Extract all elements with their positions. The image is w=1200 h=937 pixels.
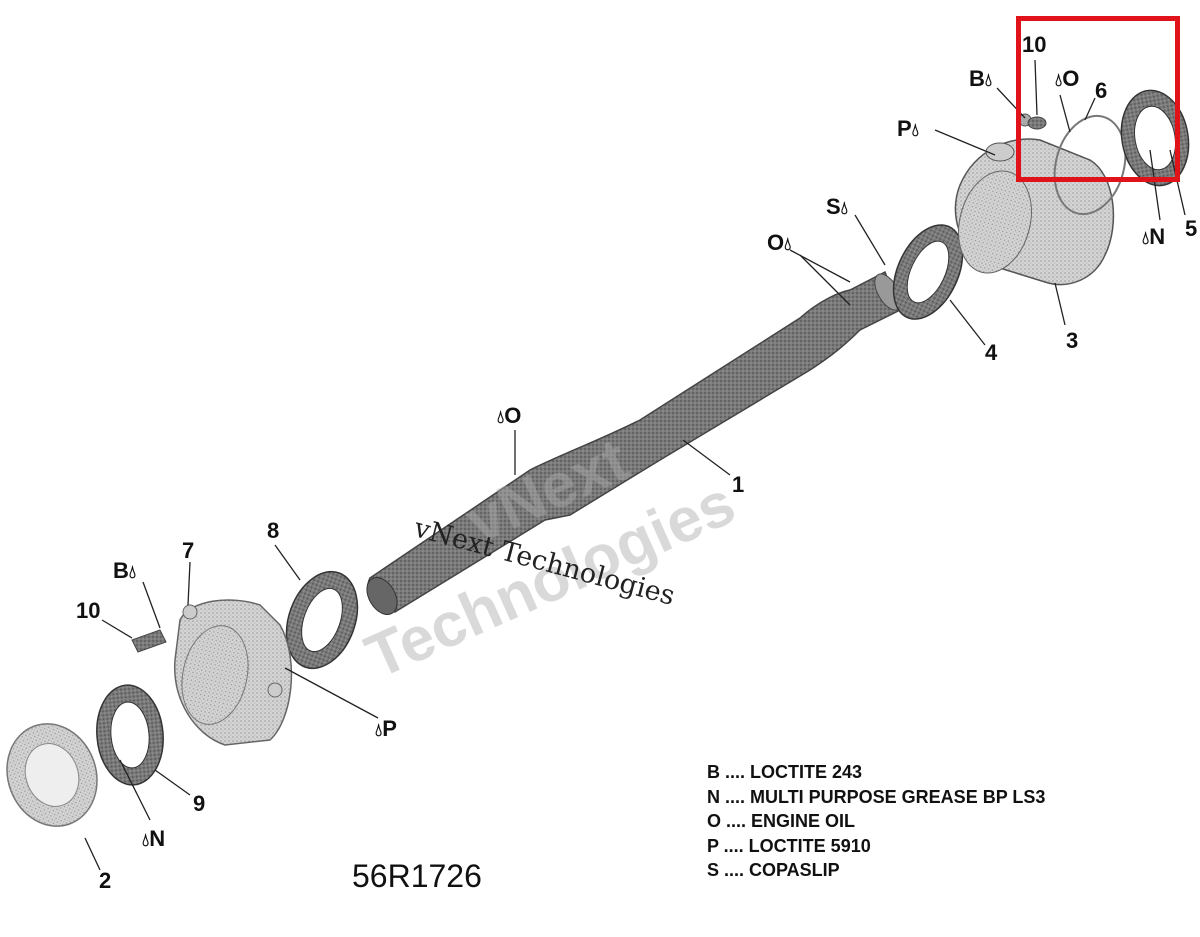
legend: B .... LOCTITE 243 N .... MULTI PURPOSE … bbox=[707, 760, 1045, 883]
callout-6: 6 bbox=[1095, 78, 1108, 103]
callout-7: 7 bbox=[182, 538, 195, 563]
legend-item-p: P .... LOCTITE 5910 bbox=[707, 835, 871, 856]
callout-4: 4 bbox=[985, 340, 998, 365]
housing-3 bbox=[954, 113, 1115, 286]
callout-10-bottom: 10 bbox=[76, 598, 101, 623]
marker-n-bottom: 💧︎N bbox=[142, 826, 166, 851]
seal-8 bbox=[285, 570, 359, 670]
marker-p-top: P💧︎ bbox=[897, 116, 919, 141]
drop-icon: 💧︎ bbox=[784, 234, 792, 254]
drop-icon: 💧︎ bbox=[1142, 228, 1150, 248]
legend-item-o: O .... ENGINE OIL bbox=[707, 811, 856, 831]
legend-item-n: N .... MULTI PURPOSE GREASE BP LS3 bbox=[707, 786, 1046, 807]
drop-icon: 💧︎ bbox=[1055, 70, 1063, 90]
drive-shaft bbox=[366, 270, 902, 615]
callout-9: 9 bbox=[193, 791, 206, 816]
seal-5 bbox=[1120, 89, 1190, 187]
drop-icon: 💧︎ bbox=[911, 120, 919, 140]
disc-2 bbox=[6, 723, 98, 827]
marker-o-shaft: O💧︎ bbox=[767, 230, 792, 255]
marker-s: S💧︎ bbox=[826, 194, 848, 219]
drop-icon: 💧︎ bbox=[128, 562, 137, 582]
o-ring-6 bbox=[1053, 114, 1127, 216]
legend-item-b: B .... LOCTITE 243 bbox=[707, 762, 863, 782]
callout-3: 3 bbox=[1066, 328, 1079, 353]
leader-lines bbox=[84, 59, 1186, 871]
callout-2: 2 bbox=[99, 868, 112, 893]
bolt-10-top bbox=[1027, 116, 1047, 130]
callout-5: 5 bbox=[1185, 216, 1198, 241]
diagram-code: 56R1726 bbox=[352, 858, 482, 894]
seal-ring-4 bbox=[892, 224, 964, 320]
bolt-10-bottom bbox=[131, 629, 167, 653]
drop-icon: 💧︎ bbox=[497, 407, 505, 427]
drop-icon: 💧︎ bbox=[142, 830, 150, 850]
marker-b-top: B💧︎ bbox=[969, 66, 993, 91]
seal-9 bbox=[96, 684, 164, 786]
legend-item-s: S .... COPASLIP bbox=[707, 860, 840, 880]
marker-b-bottom: B💧︎ bbox=[113, 558, 137, 583]
callout-10-top: 10 bbox=[1022, 32, 1047, 57]
callout-1: 1 bbox=[732, 472, 745, 497]
marker-p-bottom: 💧︎P bbox=[375, 716, 397, 741]
highlight-box bbox=[1016, 16, 1180, 182]
drop-icon: 💧︎ bbox=[375, 720, 383, 740]
marker-o-mid: 💧︎O bbox=[497, 403, 522, 428]
marker-o-top: 💧︎O bbox=[1055, 66, 1080, 91]
callout-8: 8 bbox=[267, 518, 280, 543]
housing-7 bbox=[174, 599, 293, 746]
drop-icon: 💧︎ bbox=[984, 70, 993, 90]
marker-n-right: 💧︎N bbox=[1142, 224, 1166, 249]
drop-icon: 💧︎ bbox=[840, 198, 848, 218]
